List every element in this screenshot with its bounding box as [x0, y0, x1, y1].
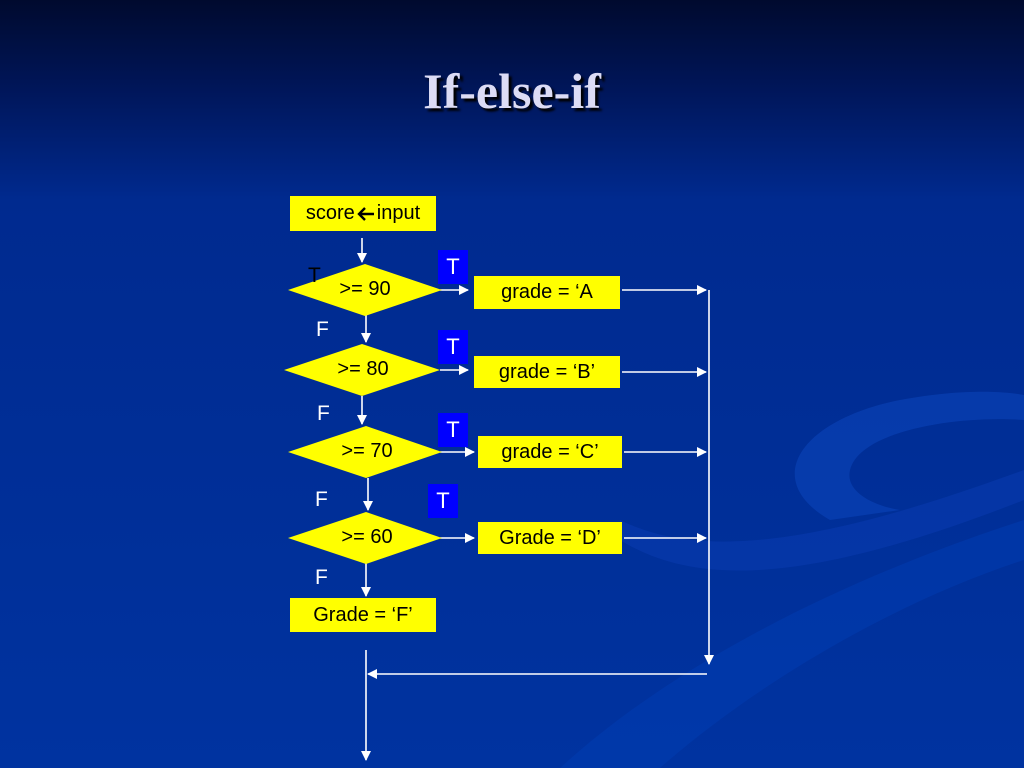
- decision-diamond-1: [288, 264, 442, 316]
- start-box-source: input: [376, 202, 421, 224]
- action-box-d: Grade = ‘D’: [478, 522, 622, 554]
- stray-true-label: T: [308, 264, 321, 287]
- true-badge-3: T: [438, 413, 468, 447]
- false-label-3: F: [315, 488, 328, 511]
- decision-diamond-4: [288, 512, 442, 564]
- action-box-c: grade = ‘C’: [478, 436, 622, 468]
- start-box: score input: [290, 196, 436, 231]
- decision-label-2: >= 80: [337, 358, 389, 380]
- action-box-a: grade = ‘A: [474, 276, 620, 309]
- slide-title: If-else-if: [423, 63, 601, 119]
- else-action-box: Grade = ‘F’: [290, 598, 436, 632]
- start-box-var: score: [305, 202, 355, 224]
- true-badge-1: T: [438, 250, 468, 284]
- decision-diamond-2: [284, 344, 440, 396]
- true-badge-2: T: [438, 330, 468, 364]
- false-label-4: F: [315, 566, 328, 589]
- true-badge-4: T: [428, 484, 458, 518]
- decision-diamond-3: [288, 426, 442, 478]
- left-arrow-icon: [357, 206, 374, 221]
- decision-label-1: >= 90: [339, 278, 391, 300]
- false-label-1: F: [316, 318, 329, 341]
- decision-label-4: >= 60: [341, 526, 393, 548]
- false-label-2: F: [317, 402, 330, 425]
- decision-label-3: >= 70: [341, 440, 393, 462]
- action-box-b: grade = ‘B’: [474, 356, 620, 388]
